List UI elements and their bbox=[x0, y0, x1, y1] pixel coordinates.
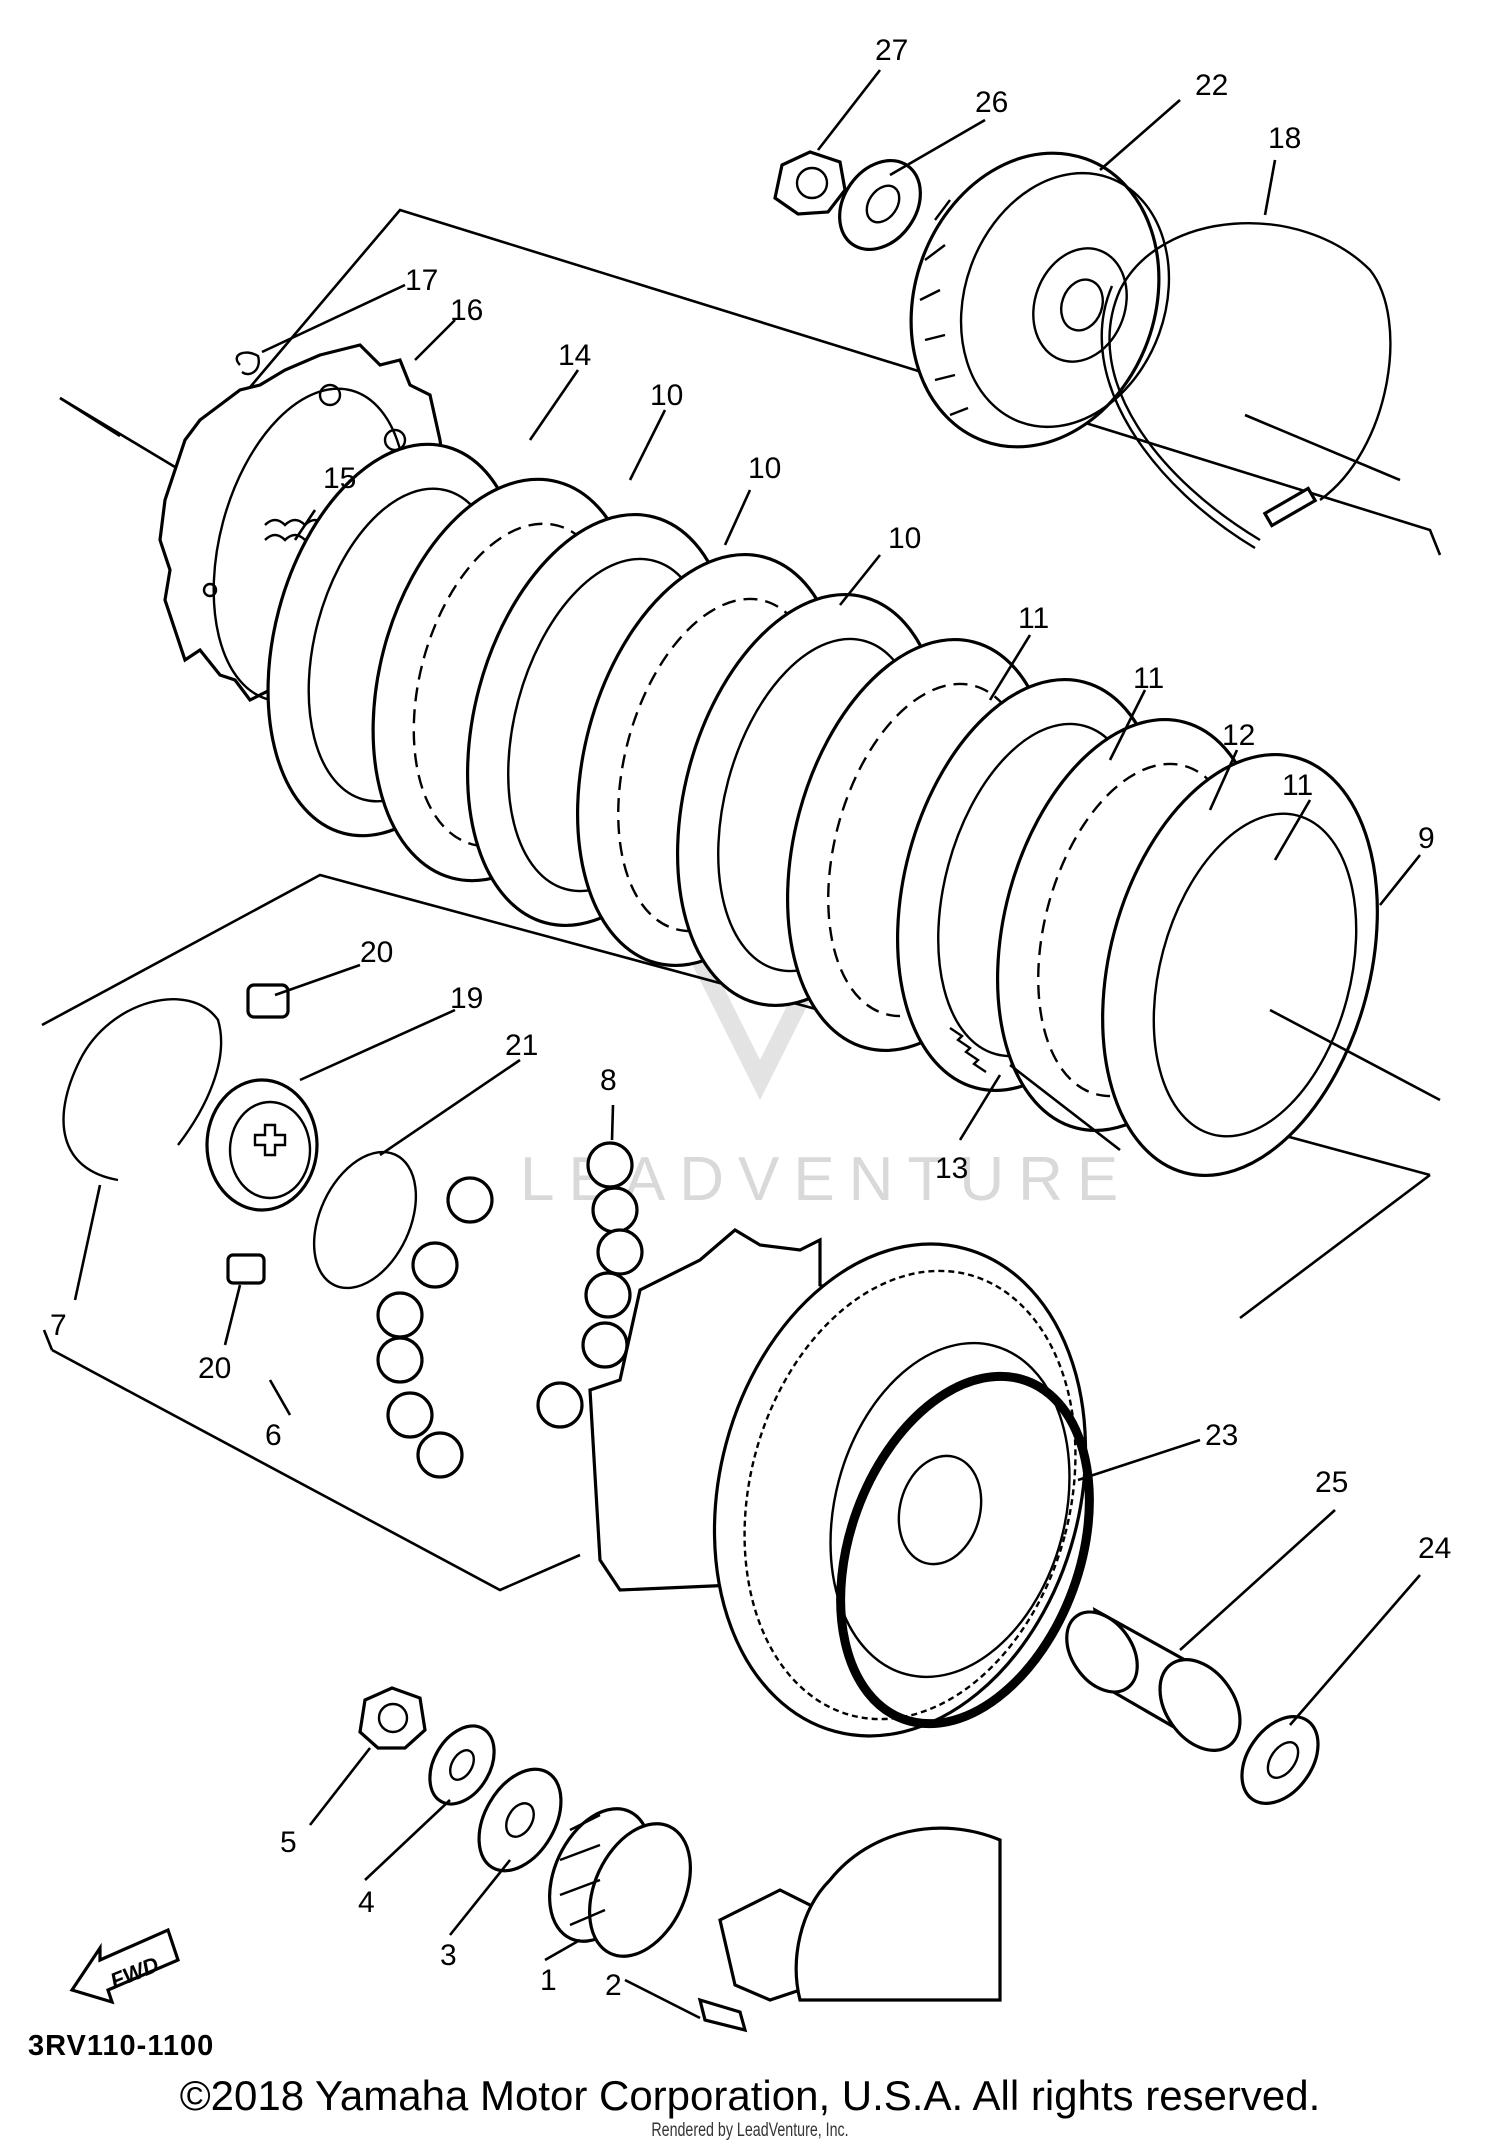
part-1-primary-gear bbox=[548, 1807, 692, 1958]
callout-labels: 27 26 22 18 17 16 14 10 15 10 10 11 11 1… bbox=[50, 34, 1451, 2002]
part-2-key bbox=[697, 1997, 748, 2033]
callout-25: 25 bbox=[1315, 1466, 1348, 1499]
part-20-cap-lower bbox=[226, 1253, 266, 1285]
part-8-balls bbox=[376, 1141, 644, 1479]
part-13-spring-pin bbox=[949, 1027, 1121, 1152]
callout-9: 9 bbox=[1418, 822, 1435, 855]
callout-17: 17 bbox=[405, 264, 438, 297]
callout-4: 4 bbox=[358, 1886, 375, 1919]
callout-5: 5 bbox=[280, 1826, 297, 1859]
callout-20a: 20 bbox=[360, 936, 393, 969]
callout-15: 15 bbox=[323, 462, 356, 495]
callout-8: 8 bbox=[600, 1064, 617, 1097]
copyright-notice: ©2018 Yamaha Motor Corporation, U.S.A. A… bbox=[179, 2072, 1321, 2119]
part-17-circlip bbox=[235, 351, 260, 376]
callout-11c: 11 bbox=[1282, 769, 1313, 802]
part-21-ring bbox=[312, 1150, 418, 1290]
callout-leaders bbox=[73, 69, 1422, 2020]
part-18-wire-circlip bbox=[1100, 222, 1392, 550]
callout-13: 13 bbox=[935, 1152, 968, 1185]
part-25-bushing bbox=[1065, 1606, 1242, 1752]
part-7-circlip bbox=[62, 998, 223, 1182]
callout-24: 24 bbox=[1418, 1532, 1451, 1565]
part-19-collar bbox=[205, 1078, 319, 1212]
part-22-clutch-boss bbox=[909, 151, 1171, 449]
crankshaft-end bbox=[718, 1826, 1002, 2002]
callout-10c: 10 bbox=[888, 522, 921, 555]
part-23-o-ring bbox=[836, 1371, 1094, 1729]
callout-10a: 10 bbox=[650, 379, 683, 412]
part-3-washer bbox=[477, 1767, 563, 1873]
fwd-arrow-icon: FWD bbox=[69, 1927, 180, 2005]
callout-20b: 20 bbox=[198, 1352, 231, 1385]
callout-23: 23 bbox=[1205, 1419, 1238, 1452]
callout-6: 6 bbox=[265, 1419, 282, 1452]
callout-10b: 10 bbox=[748, 452, 781, 485]
part-5-nut bbox=[358, 1686, 427, 1750]
callout-7: 7 bbox=[50, 1309, 67, 1342]
callout-26: 26 bbox=[975, 86, 1008, 119]
part-27-nut bbox=[773, 150, 847, 216]
part-9-cushion-plate bbox=[1101, 753, 1379, 1177]
callout-1: 1 bbox=[540, 1964, 557, 1997]
callout-18: 18 bbox=[1268, 122, 1301, 155]
callout-11b: 11 bbox=[1133, 662, 1164, 695]
callout-3: 3 bbox=[440, 1939, 457, 1972]
part-24-washer bbox=[1240, 1715, 1320, 1805]
part-code: 3RV110-1100 bbox=[28, 2030, 215, 2062]
callout-14: 14 bbox=[558, 339, 591, 372]
callout-27: 27 bbox=[875, 34, 908, 67]
callout-22: 22 bbox=[1195, 69, 1228, 102]
callout-16: 16 bbox=[450, 294, 483, 327]
part-4-washer bbox=[428, 1724, 496, 1806]
part-20-cap-upper bbox=[246, 983, 290, 1019]
callout-2: 2 bbox=[605, 1969, 622, 2002]
callout-12: 12 bbox=[1222, 719, 1255, 752]
callout-21: 21 bbox=[505, 1029, 538, 1062]
rendered-by-note: Rendered by LeadVenture, Inc. bbox=[651, 2120, 849, 2141]
callout-11a: 11 bbox=[1018, 602, 1049, 635]
part-6-clutch-housing bbox=[588, 1228, 1088, 1738]
callout-19: 19 bbox=[450, 982, 483, 1015]
